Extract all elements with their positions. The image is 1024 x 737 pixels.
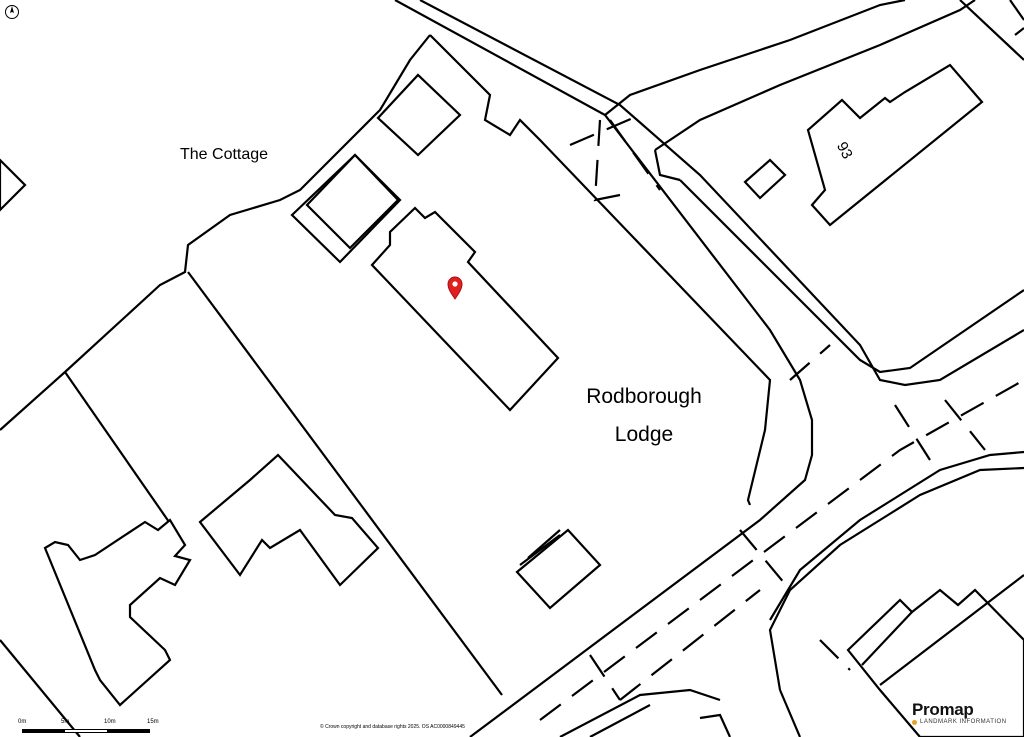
building-house-lower-left (43, 518, 192, 707)
road-dashed-lines (539, 113, 1024, 721)
scale-tick-10: 10m (104, 719, 116, 725)
building-outbuilding-1 (376, 73, 462, 157)
scale-tick-0: 0m (18, 719, 27, 725)
building-house-lower-right (846, 588, 1024, 737)
label-rodborough-lodge: Rodborough Lodge (578, 378, 710, 454)
brand-sub: LANDMARK INFORMATION (912, 719, 1007, 725)
building-garage-lower (515, 528, 602, 610)
brand-dot-icon (912, 719, 917, 725)
label-lodge-line2: Lodge (614, 423, 674, 446)
location-pin-icon[interactable] (447, 276, 463, 300)
building-partial-left (0, 158, 27, 212)
scale-bar: 0m 5m 10m 15m (18, 719, 159, 737)
building-rodborough-lodge[interactable] (370, 206, 560, 412)
building-shed-93 (743, 158, 787, 200)
scale-tick-5: 5m (61, 719, 70, 725)
brand-name: Promap (912, 700, 974, 719)
north-arrow-icon (5, 5, 19, 19)
building-house-middle (198, 453, 380, 587)
copyright-notice: © Crown copyright and database rights 20… (320, 724, 465, 730)
building-house-93[interactable] (806, 63, 984, 227)
label-lodge-line1: Rodborough (586, 385, 702, 408)
label-the-cottage: The Cottage (180, 146, 269, 163)
brand-sub-text: LANDMARK INFORMATION (920, 719, 1007, 725)
promap-logo: Promap LANDMARK INFORMATION (912, 700, 1007, 725)
scale-tick-15: 15m (147, 719, 159, 725)
building-garage-2 (305, 153, 400, 250)
scale-bar-segments (22, 729, 150, 733)
